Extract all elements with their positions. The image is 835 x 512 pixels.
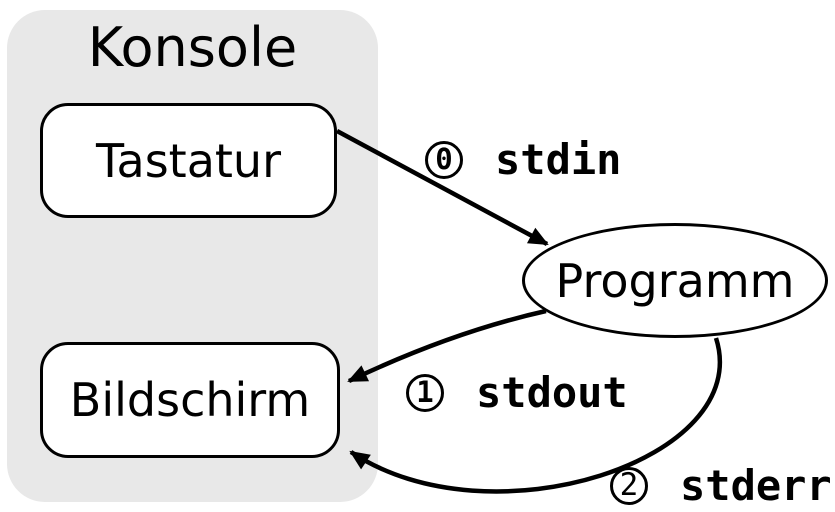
node-bildschirm: Bildschirm xyxy=(40,342,340,458)
stdin-name: stdin xyxy=(495,135,622,184)
stderr-label: 2 stderr xyxy=(610,464,832,508)
node-bildschirm-label: Bildschirm xyxy=(69,373,311,427)
stdout-label: 1 stdout xyxy=(406,371,628,415)
node-programm: Programm xyxy=(522,223,828,338)
stdout-number-badge: 1 xyxy=(406,374,444,412)
stdout-name: stdout xyxy=(476,368,628,417)
stderr-name: stderr xyxy=(680,461,832,510)
console-title: Konsole xyxy=(87,16,298,79)
stdin-number-badge: 0 xyxy=(425,141,463,179)
stdin-label: 0 stdin xyxy=(425,138,621,182)
node-programm-label: Programm xyxy=(555,253,795,308)
node-tastatur: Tastatur xyxy=(40,103,337,218)
node-tastatur-label: Tastatur xyxy=(96,133,281,188)
stderr-number-badge: 2 xyxy=(610,467,648,505)
